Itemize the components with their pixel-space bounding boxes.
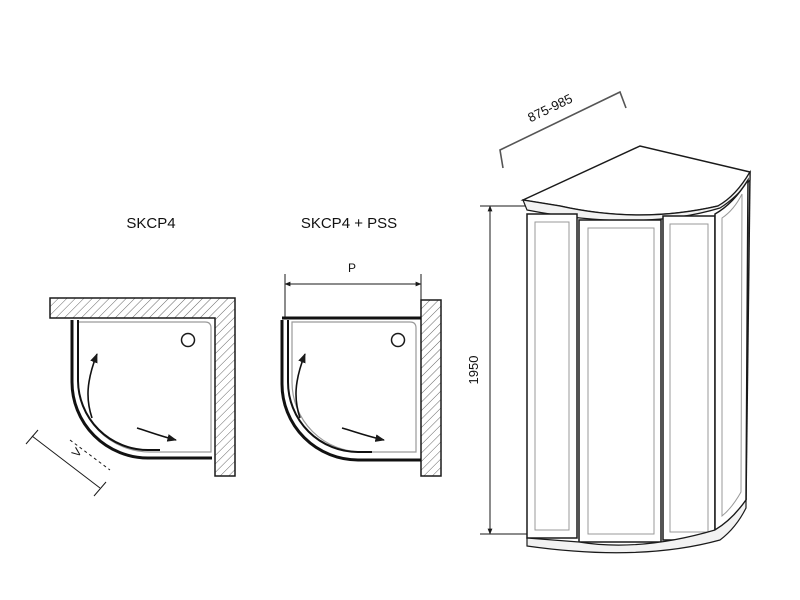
sliding-door-right (662, 215, 716, 541)
plan-view-skcp4: SKCP4 V (25, 215, 236, 497)
sliding-door-left (578, 219, 662, 543)
glass-panel-right (714, 177, 749, 532)
slide-arrow-icon (295, 353, 385, 442)
dimension-height: 1950 (466, 205, 528, 535)
dim-p-label: P (348, 261, 356, 275)
enclosure-top (520, 145, 752, 216)
dimension-p: P (284, 261, 422, 318)
variant-a-title: SKCP4 (126, 215, 175, 232)
bottom-rail (526, 498, 747, 554)
plan-view-skcp4-pss: SKCP4 + PSS P (280, 215, 442, 477)
drain-icon (180, 332, 196, 348)
wall-hatch-icon (49, 297, 236, 477)
dim-height-label: 1950 (466, 356, 481, 385)
drain-icon (390, 332, 406, 348)
door-profile-outer (280, 320, 421, 462)
wall-hatch-icon (420, 299, 442, 477)
door-profile-inner (77, 320, 160, 451)
door-profile-outer (70, 320, 212, 460)
dimension-width: 875-985 (499, 91, 627, 169)
dim-width-label: 875-985 (525, 91, 574, 125)
dim-v-label: V (69, 445, 85, 460)
variant-b-title: SKCP4 + PSS (301, 215, 397, 232)
enclosure-perspective: 875-985 1950 (466, 91, 752, 554)
slide-arrow-icon (87, 353, 177, 442)
door-profile-inner (287, 320, 372, 453)
